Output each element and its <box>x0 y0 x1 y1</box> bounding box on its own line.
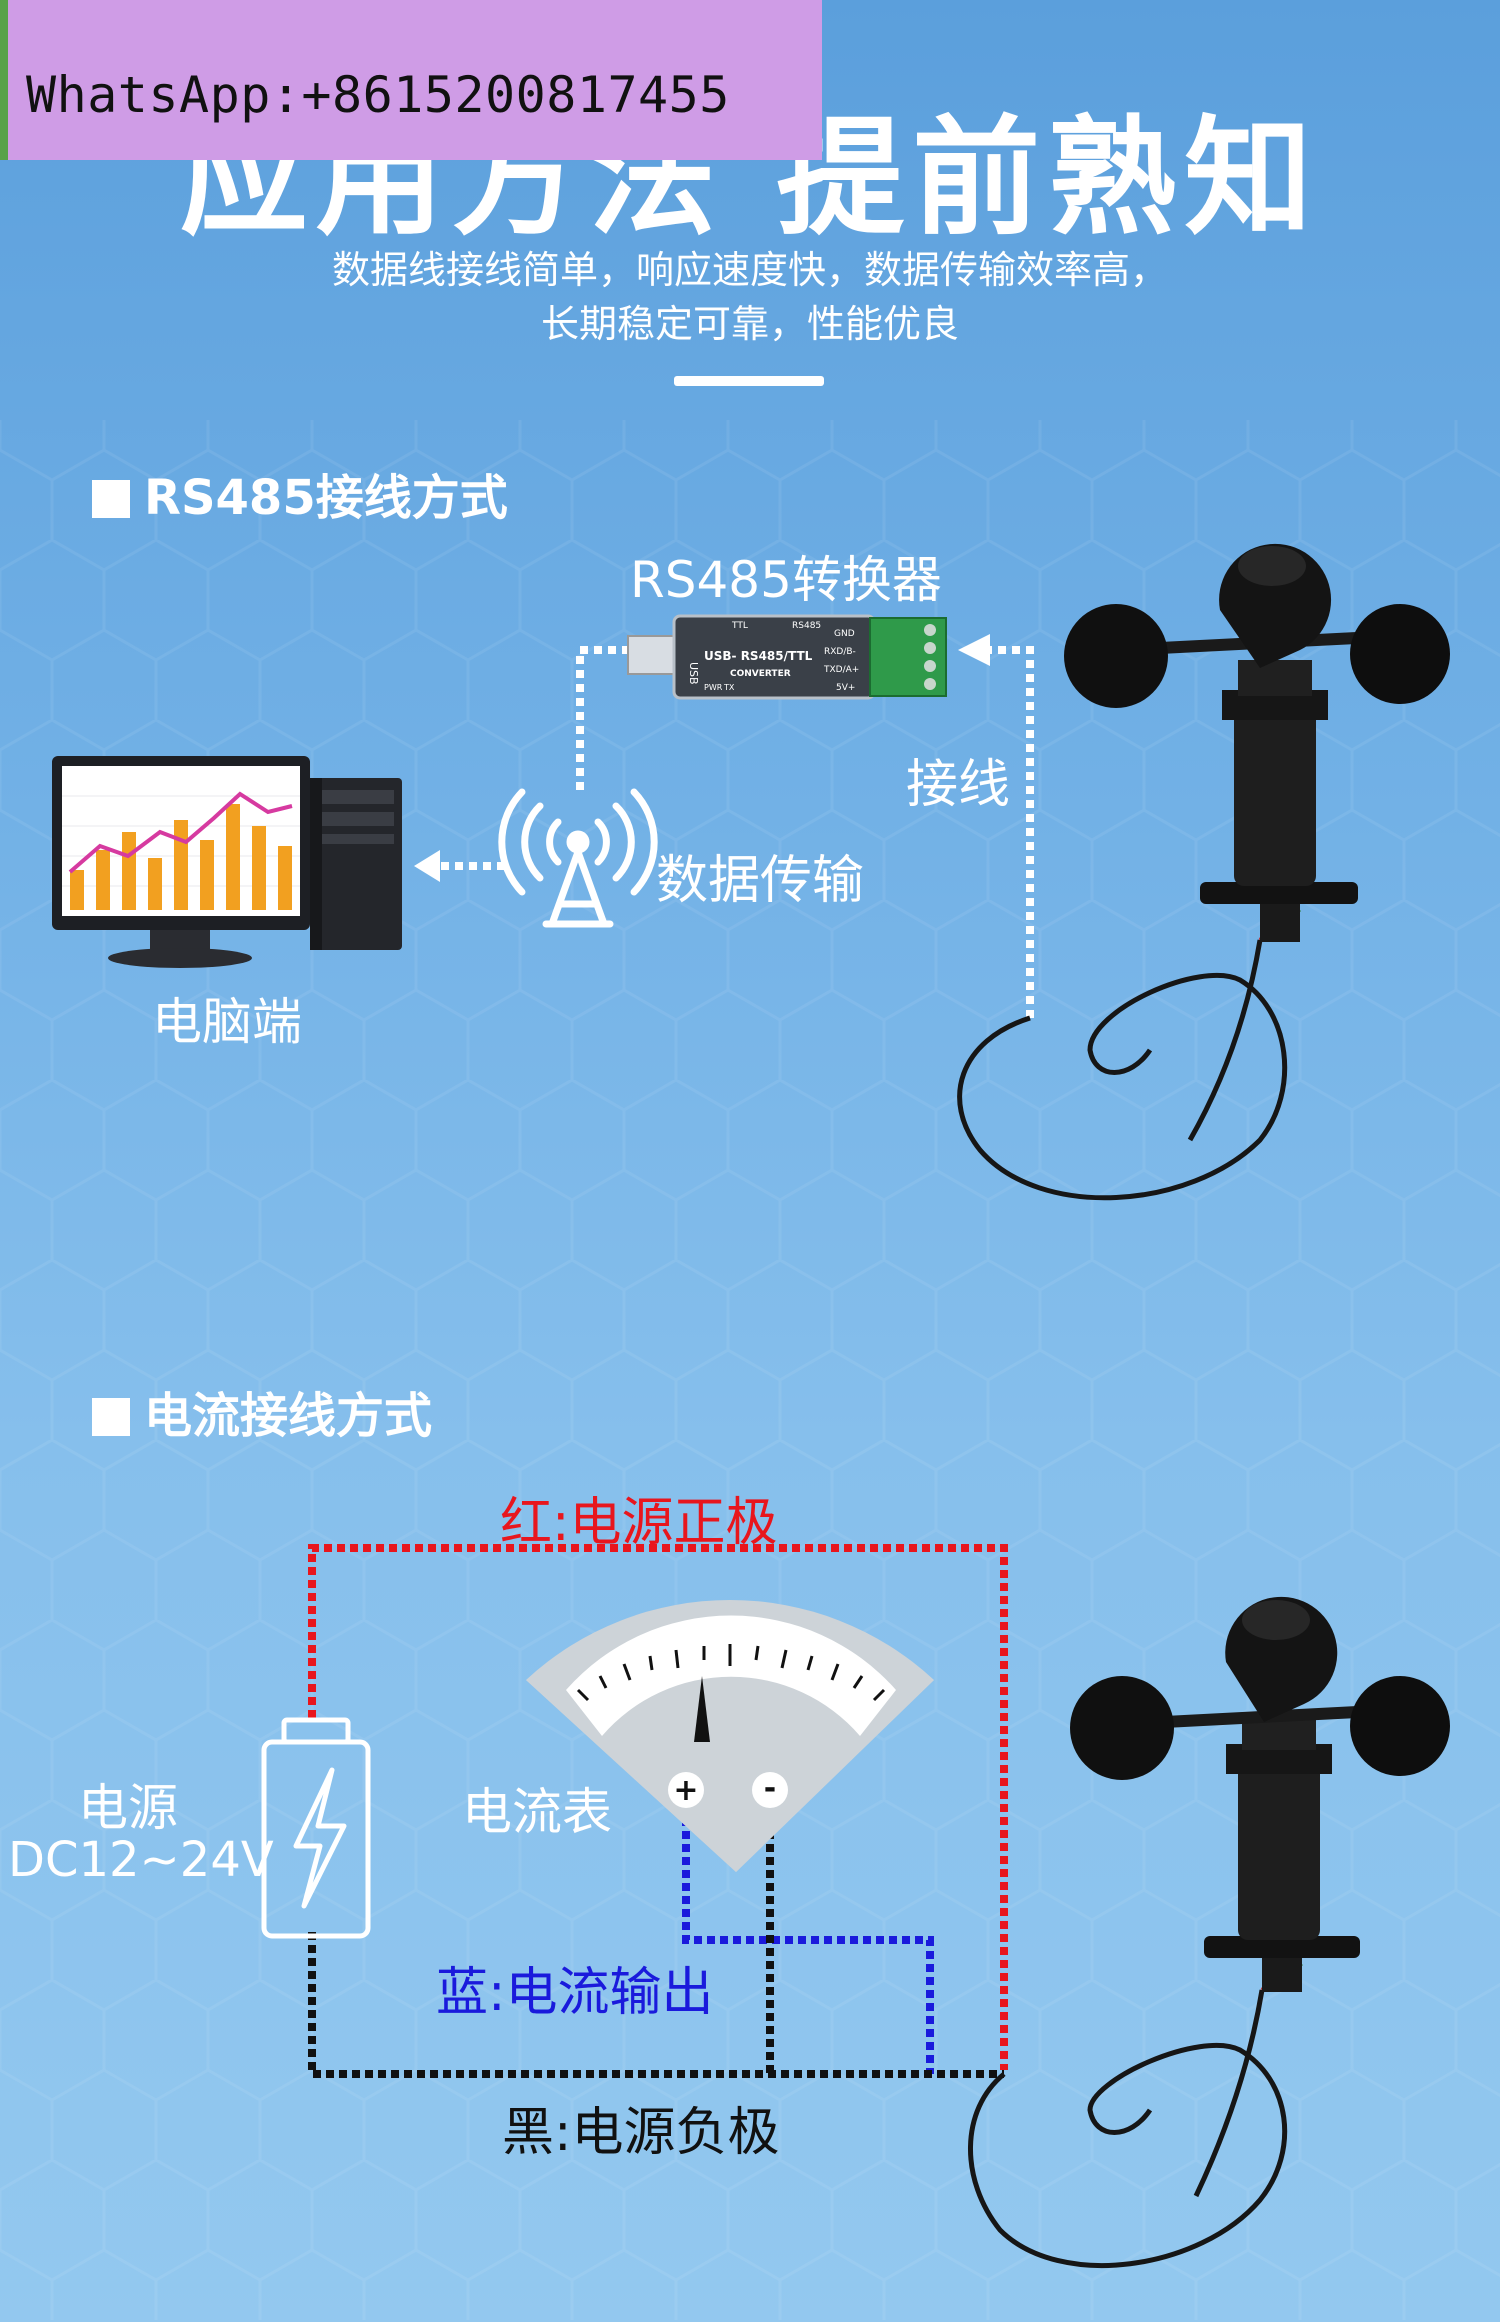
converter-5v-text: 5V+ <box>836 683 855 693</box>
converter-name-text: CONVERTER <box>730 669 791 679</box>
ammeter-minus: - <box>764 1771 776 1806</box>
power-label: 电源 <box>78 1779 178 1837</box>
current-heading: 电流接线方式 <box>92 1376 432 1446</box>
ammeter-icon: + - <box>526 1599 934 1872</box>
power-spec: DC12~24V <box>8 1832 274 1888</box>
monitor-icon <box>52 756 310 968</box>
lightning-icon <box>293 1767 347 1909</box>
converter-rs485-text: RS485 <box>792 621 821 631</box>
square-bullet-icon <box>92 480 130 518</box>
transmission-label: 数据传输 <box>656 851 865 911</box>
converter-usb-text: USB <box>687 662 700 685</box>
anemometer-icon <box>968 1596 1450 2268</box>
current-heading-text: 电流接线方式 <box>144 1388 433 1444</box>
computer-tower-icon <box>310 778 402 950</box>
ammeter-plus: + <box>673 1773 698 1808</box>
usb-converter-icon <box>627 614 947 700</box>
converter-rxd-text: RXD/B- <box>824 647 856 657</box>
converter-tx-text: TX <box>723 683 735 692</box>
red-wire-label: 红:电源正极 <box>500 1493 778 1553</box>
wiring-label: 接线 <box>906 755 1011 815</box>
blue-wire-label: 蓝:电流输出 <box>436 1963 714 2023</box>
rs485-heading-text: RS485接线方式 <box>144 470 508 526</box>
converter-txd-text: TXD/A+ <box>823 665 859 675</box>
pc-label: 电脑端 <box>152 993 302 1051</box>
antenna-icon <box>498 788 658 928</box>
arrow-to-pc-icon <box>414 850 440 882</box>
subtitle-line-1: 数据线接线简单，响应速度快，数据传输效率高， <box>331 248 1168 292</box>
converter-label: RS485转换器 <box>630 551 942 609</box>
sensor-to-converter-wire <box>990 646 1034 1018</box>
square-bullet-icon <box>92 1398 130 1436</box>
converter-ttl-text: TTL <box>731 621 748 631</box>
red-wire <box>308 1544 1008 2070</box>
anemometer-icon <box>957 543 1450 1201</box>
rs485-heading: RS485接线方式 <box>92 458 508 528</box>
converter-pwr-text: PWR <box>704 683 723 692</box>
converter-to-antenna-line <box>576 646 630 790</box>
blue-wire <box>682 1818 934 2074</box>
black-wire <box>308 1818 1004 2078</box>
converter-gnd-text: GND <box>834 629 855 639</box>
converter-model-text: USB- RS485/TTL <box>704 649 813 663</box>
title-divider <box>674 376 824 386</box>
battery-icon <box>261 1717 371 1939</box>
whatsapp-watermark: WhatsApp:+8615200817455 <box>0 0 822 160</box>
ammeter-label: 电流表 <box>462 1783 612 1841</box>
subtitle-line-2: 长期稳定可靠，性能优良 <box>540 302 959 346</box>
arrow-to-converter-icon <box>958 634 990 666</box>
black-wire-label: 黑:电源负极 <box>502 2103 780 2163</box>
